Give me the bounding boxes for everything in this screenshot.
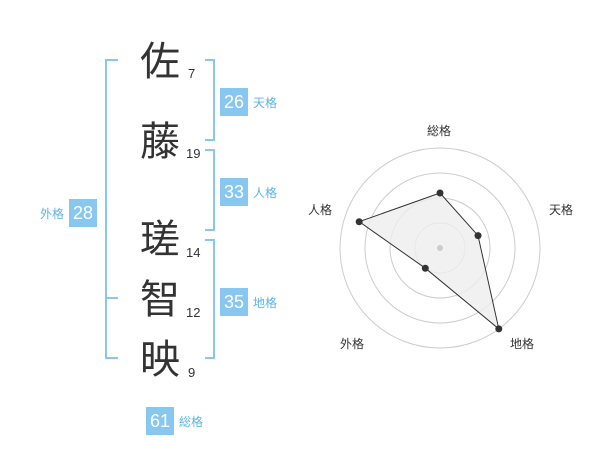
radar-axis-label-chikaku: 地格 — [510, 337, 535, 351]
chikaku-bracket — [205, 239, 215, 359]
radar-svg — [339, 147, 541, 349]
stroke-count-1: 7 — [188, 66, 196, 81]
jinkaku-bracket — [205, 149, 215, 231]
gaikaku-value: 28 — [69, 199, 98, 227]
name-char-3: 瑳 — [140, 217, 180, 263]
tenkaku-bracket — [205, 59, 215, 141]
radar-axis-label-gaikaku: 外格 — [340, 337, 365, 351]
radar-point-0 — [436, 189, 444, 197]
name-char-5: 映 — [140, 337, 180, 383]
chikaku-label: 地格 — [253, 295, 278, 310]
tenkaku-value: 26 — [220, 88, 248, 116]
radar-chart: 総格 天格 地格 外格 人格 — [300, 100, 580, 400]
gaikaku-badge: 外格 28 — [40, 199, 98, 227]
gaikaku-bracket — [105, 59, 118, 359]
chikaku-badge: 35 地格 — [220, 288, 277, 316]
radar-point-1 — [474, 232, 482, 240]
radar-point-2 — [495, 325, 503, 333]
gaikaku-label: 外格 — [40, 206, 65, 221]
radar-axis-label-tenkaku: 天格 — [549, 203, 574, 217]
jinkaku-label: 人格 — [253, 185, 278, 200]
soukaku-value: 61 — [146, 407, 174, 435]
stroke-count-3: 14 — [186, 245, 201, 260]
stroke-count-4: 12 — [186, 305, 201, 320]
radar-center-point — [437, 245, 443, 251]
name-char-1: 佐 — [140, 39, 180, 85]
radar-ring — [364, 172, 516, 324]
jinkaku-badge: 33 人格 — [220, 178, 277, 206]
name-char-4: 智 — [140, 277, 180, 323]
radar-ring — [339, 147, 541, 349]
radar-polygon — [358, 192, 500, 331]
radar-point-3 — [421, 264, 429, 272]
tenkaku-label: 天格 — [253, 95, 278, 110]
soukaku-badge: 61 総格 — [146, 407, 203, 435]
name-char-2: 藤 — [140, 119, 180, 165]
radar-axis-label-soukaku: 総格 — [427, 124, 452, 138]
tenkaku-badge: 26 天格 — [220, 88, 277, 116]
radar-point-4 — [355, 218, 363, 226]
soukaku-label: 総格 — [179, 414, 204, 429]
jinkaku-value: 33 — [220, 178, 248, 206]
radar-axis-label-jinkaku: 人格 — [308, 203, 333, 217]
stroke-count-2: 19 — [186, 146, 201, 161]
stroke-count-5: 9 — [188, 365, 196, 380]
chikaku-value: 35 — [220, 288, 248, 316]
